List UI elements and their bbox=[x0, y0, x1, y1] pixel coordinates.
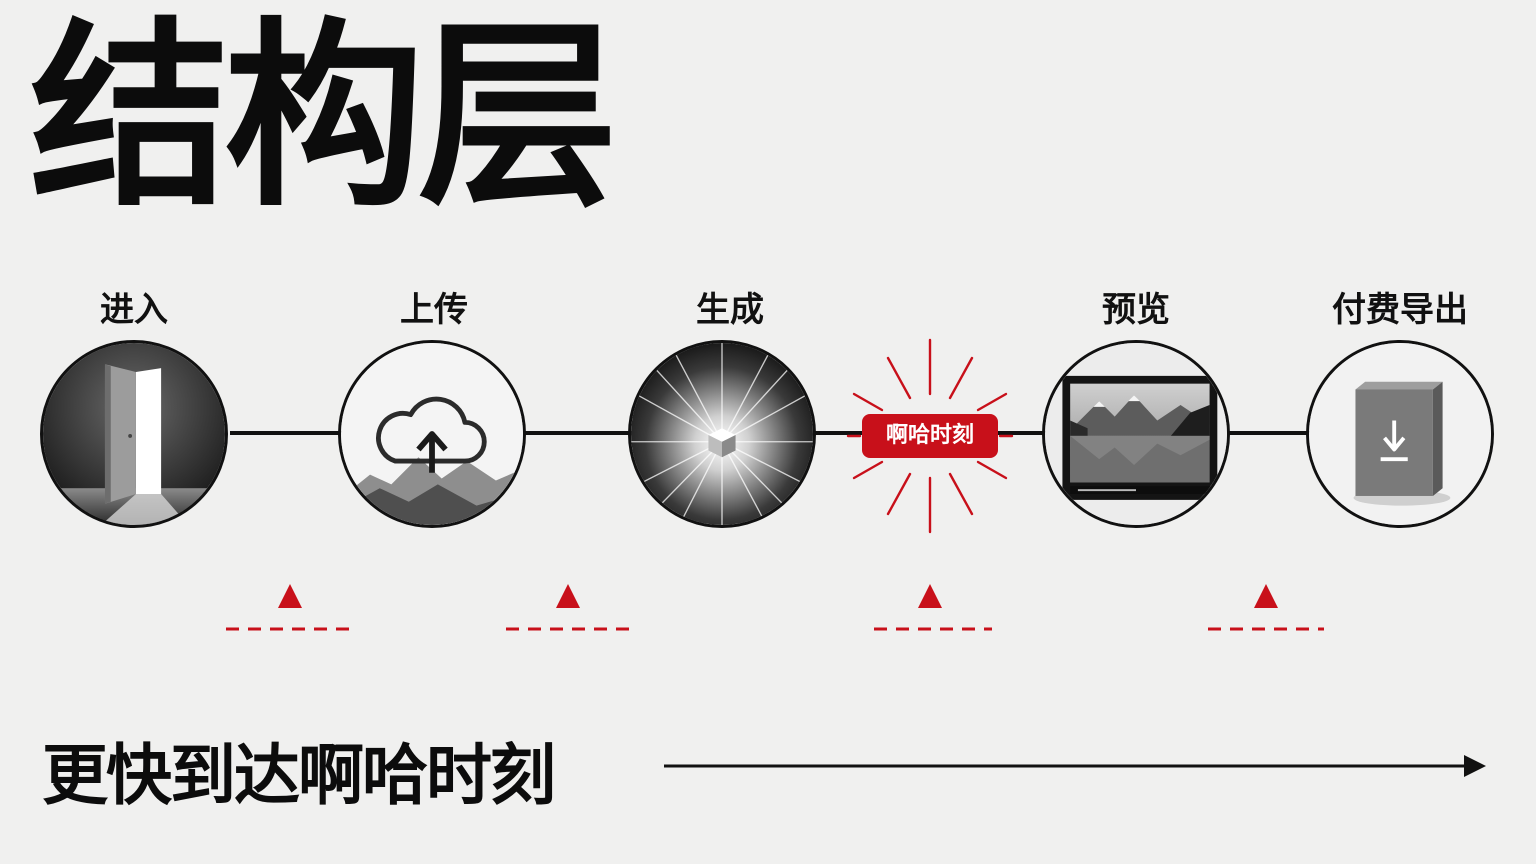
flow-connector bbox=[1228, 431, 1310, 435]
friction-marker bbox=[226, 584, 352, 631]
flow-connector bbox=[524, 431, 632, 435]
burst-rays-icon bbox=[846, 338, 1014, 534]
step-label-upload: 上传 bbox=[400, 290, 468, 330]
tagline: 更快到达啊哈时刻 bbox=[42, 737, 556, 814]
aha-moment-badge: 啊哈时刻 bbox=[862, 414, 998, 458]
step-node-preview bbox=[1042, 340, 1230, 528]
step-node-enter bbox=[40, 340, 228, 528]
open-door-icon bbox=[43, 343, 225, 525]
step-label-generate: 生成 bbox=[696, 290, 764, 330]
slide-title: 结构层 bbox=[30, 1, 618, 234]
cloud-upload-icon bbox=[341, 343, 523, 525]
video-preview-icon bbox=[1045, 343, 1227, 525]
flow-connector bbox=[996, 431, 1048, 435]
step-node-generate bbox=[628, 340, 816, 528]
friction-marker bbox=[874, 584, 992, 631]
step-node-pay-export bbox=[1306, 340, 1494, 528]
friction-marker bbox=[506, 584, 632, 631]
aha-moment-burst: 啊哈时刻 bbox=[830, 336, 1030, 536]
flow-connector bbox=[230, 431, 342, 435]
step-node-upload bbox=[338, 340, 526, 528]
step-label-pay-export: 付费导出 bbox=[1332, 290, 1468, 330]
flow-connector bbox=[814, 431, 870, 435]
friction-marker bbox=[1208, 584, 1324, 631]
step-label-enter: 进入 bbox=[100, 290, 168, 330]
download-box-icon bbox=[1309, 343, 1491, 525]
step-label-preview: 预览 bbox=[1102, 290, 1170, 330]
burst-cube-icon bbox=[631, 343, 813, 525]
timeline-arrow-icon bbox=[664, 755, 1486, 777]
